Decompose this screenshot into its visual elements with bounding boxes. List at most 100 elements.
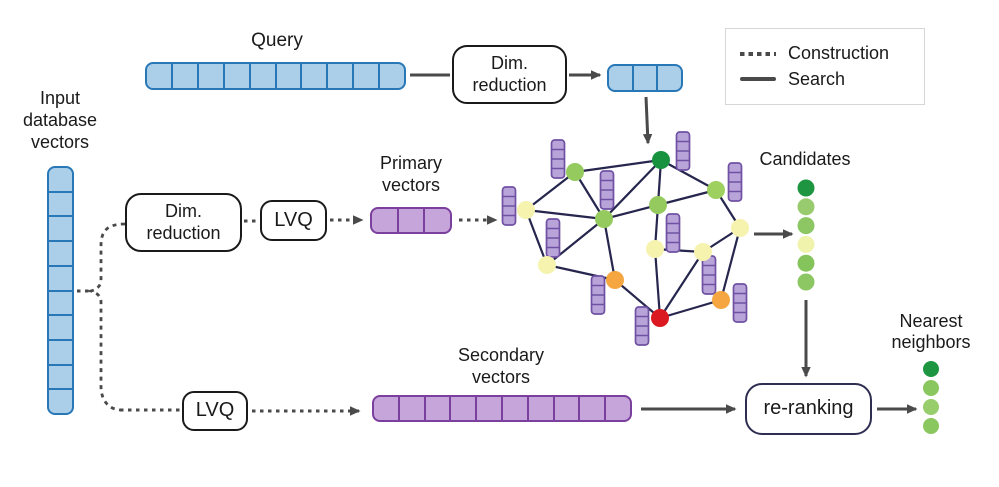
query-vector	[145, 62, 406, 90]
graph-node	[694, 243, 712, 261]
legend-label-search: Search	[788, 68, 846, 89]
graph-node	[646, 240, 664, 258]
graph-edge	[602, 217, 617, 282]
graph-node	[595, 210, 613, 228]
solid-arrow	[642, 96, 653, 145]
graph-edge	[524, 208, 606, 221]
vector-cell	[49, 190, 72, 216]
candidates-label: Candidates	[759, 149, 851, 169]
vector-cell	[147, 64, 171, 88]
secondary-vector	[372, 395, 632, 422]
vector-cell	[196, 64, 223, 88]
graph-edge	[653, 247, 662, 320]
vector-cell	[374, 397, 398, 420]
dashed-line-sample	[740, 52, 776, 56]
nearest-neighbor-dot	[923, 399, 939, 415]
candidate-dot	[797, 179, 815, 197]
candidate-dot	[797, 198, 815, 216]
graph-edge	[613, 278, 662, 320]
graph-node	[538, 256, 556, 274]
vector-cell	[578, 397, 604, 420]
vector-cell	[475, 397, 501, 420]
vector-cell	[449, 397, 475, 420]
vector-cell	[378, 64, 404, 88]
graph-edge	[658, 298, 723, 320]
graph-node	[649, 196, 667, 214]
vector-cell	[49, 289, 72, 315]
vector-cell	[326, 64, 352, 88]
dim-reduction-mid-box: Dim. reduction	[125, 193, 242, 252]
candidate-dot	[797, 217, 815, 235]
legend-label-construction: Construction	[788, 43, 890, 64]
legend-item-construction: Construction	[740, 43, 910, 64]
dim-reduction-top-box: Dim. reduction	[452, 45, 567, 104]
vector-cell	[222, 64, 249, 88]
graph-node	[731, 219, 749, 237]
vector-cell	[248, 64, 275, 88]
graph-edge	[573, 170, 606, 221]
graph-edge	[656, 188, 718, 207]
graph-node	[606, 271, 624, 289]
primary-vector	[370, 207, 452, 234]
graph-node	[707, 181, 725, 199]
lvq-bottom-box: LVQ	[182, 391, 248, 431]
graph-edge	[602, 158, 663, 221]
lvq-mid-box: LVQ	[260, 200, 327, 241]
graph-edge	[524, 170, 577, 212]
nearest-neighbor-dot	[923, 380, 939, 396]
candidate-dot	[797, 235, 815, 253]
secondary-vectors-label: Secondary vectors	[457, 345, 545, 387]
vector-cell	[396, 209, 424, 232]
legend: Construction Search	[725, 28, 925, 105]
input-database-vectors-label: Input database vectors	[22, 88, 98, 152]
vector-cell	[656, 66, 681, 90]
re-ranking-box: re-ranking	[745, 383, 872, 435]
graph-node	[712, 291, 730, 309]
candidate-dot	[797, 254, 815, 272]
graph-edge	[602, 203, 660, 221]
vector-cell	[49, 338, 72, 364]
vector-cell	[49, 388, 72, 413]
nearest-neighbors-label: Nearest neighbors	[891, 311, 971, 352]
query-reduced-vector	[607, 64, 683, 92]
vector-cell	[49, 240, 72, 265]
vector-cell	[49, 168, 72, 191]
vector-cell	[352, 64, 378, 88]
vector-cell	[372, 209, 397, 232]
solid-line-sample	[740, 77, 776, 81]
vector-cell	[49, 314, 72, 339]
vector-cell	[274, 64, 301, 88]
vector-cell	[604, 397, 630, 420]
nearest-neighbor-dot	[923, 418, 939, 434]
query-label: Query	[251, 30, 303, 51]
vector-cell	[170, 64, 197, 88]
vector-cell	[49, 363, 72, 389]
graph-edge	[719, 226, 742, 302]
graph-node	[651, 309, 669, 327]
graph-node	[652, 151, 670, 169]
graph-node	[517, 201, 535, 219]
vector-cell	[552, 397, 579, 420]
vector-cell	[423, 397, 450, 420]
vector-cell	[631, 66, 657, 90]
graph-node	[566, 163, 584, 181]
vector-cell	[49, 215, 72, 240]
vector-cell	[526, 397, 553, 420]
vector-cell	[49, 264, 72, 290]
vector-cell	[500, 397, 527, 420]
vector-cell	[609, 66, 632, 90]
graph-edge	[658, 250, 705, 320]
primary-vectors-label: Primary vectors	[380, 153, 442, 195]
vector-cell	[423, 209, 450, 232]
nearest-neighbor-dot	[923, 361, 939, 377]
graph-edge	[573, 158, 663, 174]
graph-edge	[524, 208, 549, 267]
graph-edge	[659, 158, 718, 192]
construction-brace	[86, 222, 126, 412]
vector-cell	[300, 64, 326, 88]
vector-cell	[397, 397, 424, 420]
candidate-dot	[797, 273, 815, 291]
input-database-vector	[47, 166, 74, 415]
